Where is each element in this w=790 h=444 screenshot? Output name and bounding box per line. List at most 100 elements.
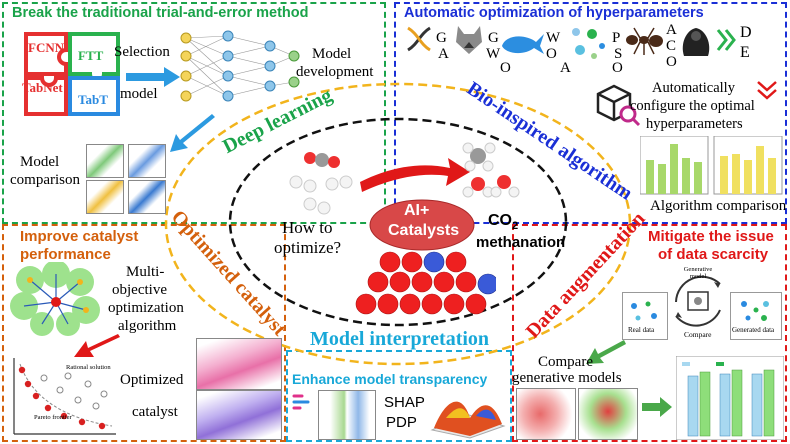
bottom-left-title-1: Improve catalyst: [20, 228, 139, 245]
letter-a3: A: [666, 22, 677, 38]
methanation-label: methanation: [476, 234, 566, 251]
letter-a2: A: [560, 60, 571, 76]
search-box-icon: [596, 84, 641, 127]
optimized-plot-1: [196, 338, 282, 390]
generated-data-dots: [741, 301, 769, 321]
letter-g1: G: [436, 30, 447, 46]
bottom-right-title-1: Mitigate the issue: [648, 228, 774, 245]
pdp-surface-plot: [430, 401, 506, 439]
particles-icon: [572, 28, 605, 59]
model-comparison-1: Model: [20, 154, 60, 170]
scatter-thumb-4: [128, 180, 166, 214]
pareto-arrow: [74, 334, 120, 357]
molecules-and-arrow: [289, 142, 520, 215]
top-right-title: Automatic optimization of hyperparameter…: [404, 5, 704, 21]
letter-d: D: [740, 24, 752, 41]
bottom-right-title-2: of data scarcity: [658, 246, 769, 263]
label-model-interpretation: Model interpretation: [310, 328, 490, 350]
double-chevron-icon: [716, 29, 736, 51]
multi-objective-graph: [10, 262, 100, 336]
shap-label: SHAP: [384, 394, 425, 411]
result-arrow: [642, 397, 672, 417]
algorithm-comparison: Algorithm comparison: [650, 198, 787, 214]
rational-solution: Rational solution: [66, 364, 111, 371]
letter-w2: W: [546, 30, 561, 46]
scatter-thumb-2: [128, 144, 166, 178]
tsne-plot-1: [516, 388, 576, 440]
top-left-title: Break the traditional trial-and-error me…: [12, 5, 309, 21]
algorithm-bar-charts: [640, 136, 783, 195]
shap-plot: [318, 390, 376, 440]
generative-cycle: [675, 275, 721, 327]
letter-s: S: [614, 46, 623, 62]
panel-top-left: [2, 2, 386, 224]
wolf-icon: [456, 26, 482, 54]
multi-line-3: optimization: [108, 300, 184, 316]
gorilla-icon: [682, 28, 710, 56]
ant-icon: [626, 27, 663, 55]
real-data-label: Real data: [628, 326, 655, 334]
ai-catalysts-ellipse: [369, 199, 475, 251]
multi-line-1: Multi-: [126, 264, 165, 280]
how-to-line-1: How to: [282, 218, 333, 237]
generative-results-chart: [676, 356, 784, 440]
generative-model-label: Generative model: [683, 266, 713, 280]
scatter-thumb-3: [86, 180, 124, 214]
puzzle-tabnet: TabNet: [22, 80, 63, 95]
scatter-thumb-1: [86, 144, 124, 178]
catalyst-spheres: [355, 251, 496, 315]
whale-icon: [502, 34, 544, 54]
compare-gen-2: generative models: [512, 370, 622, 386]
panel-bottom-left: [2, 224, 286, 442]
puzzle-tabt: TabT: [78, 92, 108, 107]
letter-g2: G: [488, 30, 499, 46]
multi-line-4: algorithm: [118, 318, 177, 334]
letter-c: C: [666, 38, 677, 54]
multi-line-2: objective: [112, 282, 167, 298]
model-comparison-arrow: [170, 114, 215, 152]
co2-text: CO: [488, 212, 512, 229]
how-to-line-2: optimize?: [274, 238, 342, 257]
pareto-plot: [13, 358, 116, 435]
real-data-dots: [631, 301, 657, 321]
model-dev-1: Model: [312, 46, 352, 62]
letter-p: P: [612, 30, 621, 46]
dna-icon: [407, 26, 431, 52]
shap-bars-icon: [292, 394, 310, 410]
puzzle-ftt: FTT: [78, 48, 104, 63]
letter-a1: A: [438, 46, 449, 62]
tsne-plot-2: [578, 388, 638, 440]
letter-o2: O: [546, 46, 557, 62]
model-label: model: [120, 86, 158, 102]
bottom-mid-title: Enhance model transparency: [292, 371, 488, 387]
catalyst-label: catalyst: [132, 404, 178, 420]
ai-label-1: AI+: [404, 202, 430, 219]
co2-label: CO2: [488, 212, 518, 232]
selection-arrow: [126, 67, 180, 87]
panel-bottom-mid: [286, 350, 512, 442]
compare-small-label: Compare: [684, 330, 712, 339]
puzzle-fcnn: FCNN: [28, 40, 65, 55]
pdp-label: PDP: [386, 414, 417, 431]
selection-label: Selection: [114, 44, 170, 60]
letter-w1: W: [486, 46, 501, 62]
double-down-chevron-icon: [757, 81, 777, 100]
model-dev-2: development: [296, 64, 374, 80]
bottom-left-title-2: performance: [20, 246, 111, 263]
puzzle-graphic: [24, 32, 120, 116]
co2-subscript: 2: [512, 220, 519, 233]
ai-label-2: Catalysts: [388, 222, 460, 239]
panel-top-right: [394, 2, 787, 224]
generated-data-panel: [730, 292, 782, 340]
real-data-panel: [622, 292, 668, 340]
generated-data-label: Generated data: [732, 326, 775, 334]
configure-line-2: configure the optimal: [630, 98, 755, 114]
compare-gen-1: Compare: [538, 354, 593, 370]
neural-network-diagram: [180, 30, 300, 102]
model-comparison-2: comparison: [10, 172, 80, 188]
panel-bottom-right: [512, 224, 787, 442]
pareto-frontier: Pareto frontier: [34, 414, 72, 421]
compare-gen-arrow: [586, 340, 626, 364]
letter-o4: O: [666, 54, 677, 70]
